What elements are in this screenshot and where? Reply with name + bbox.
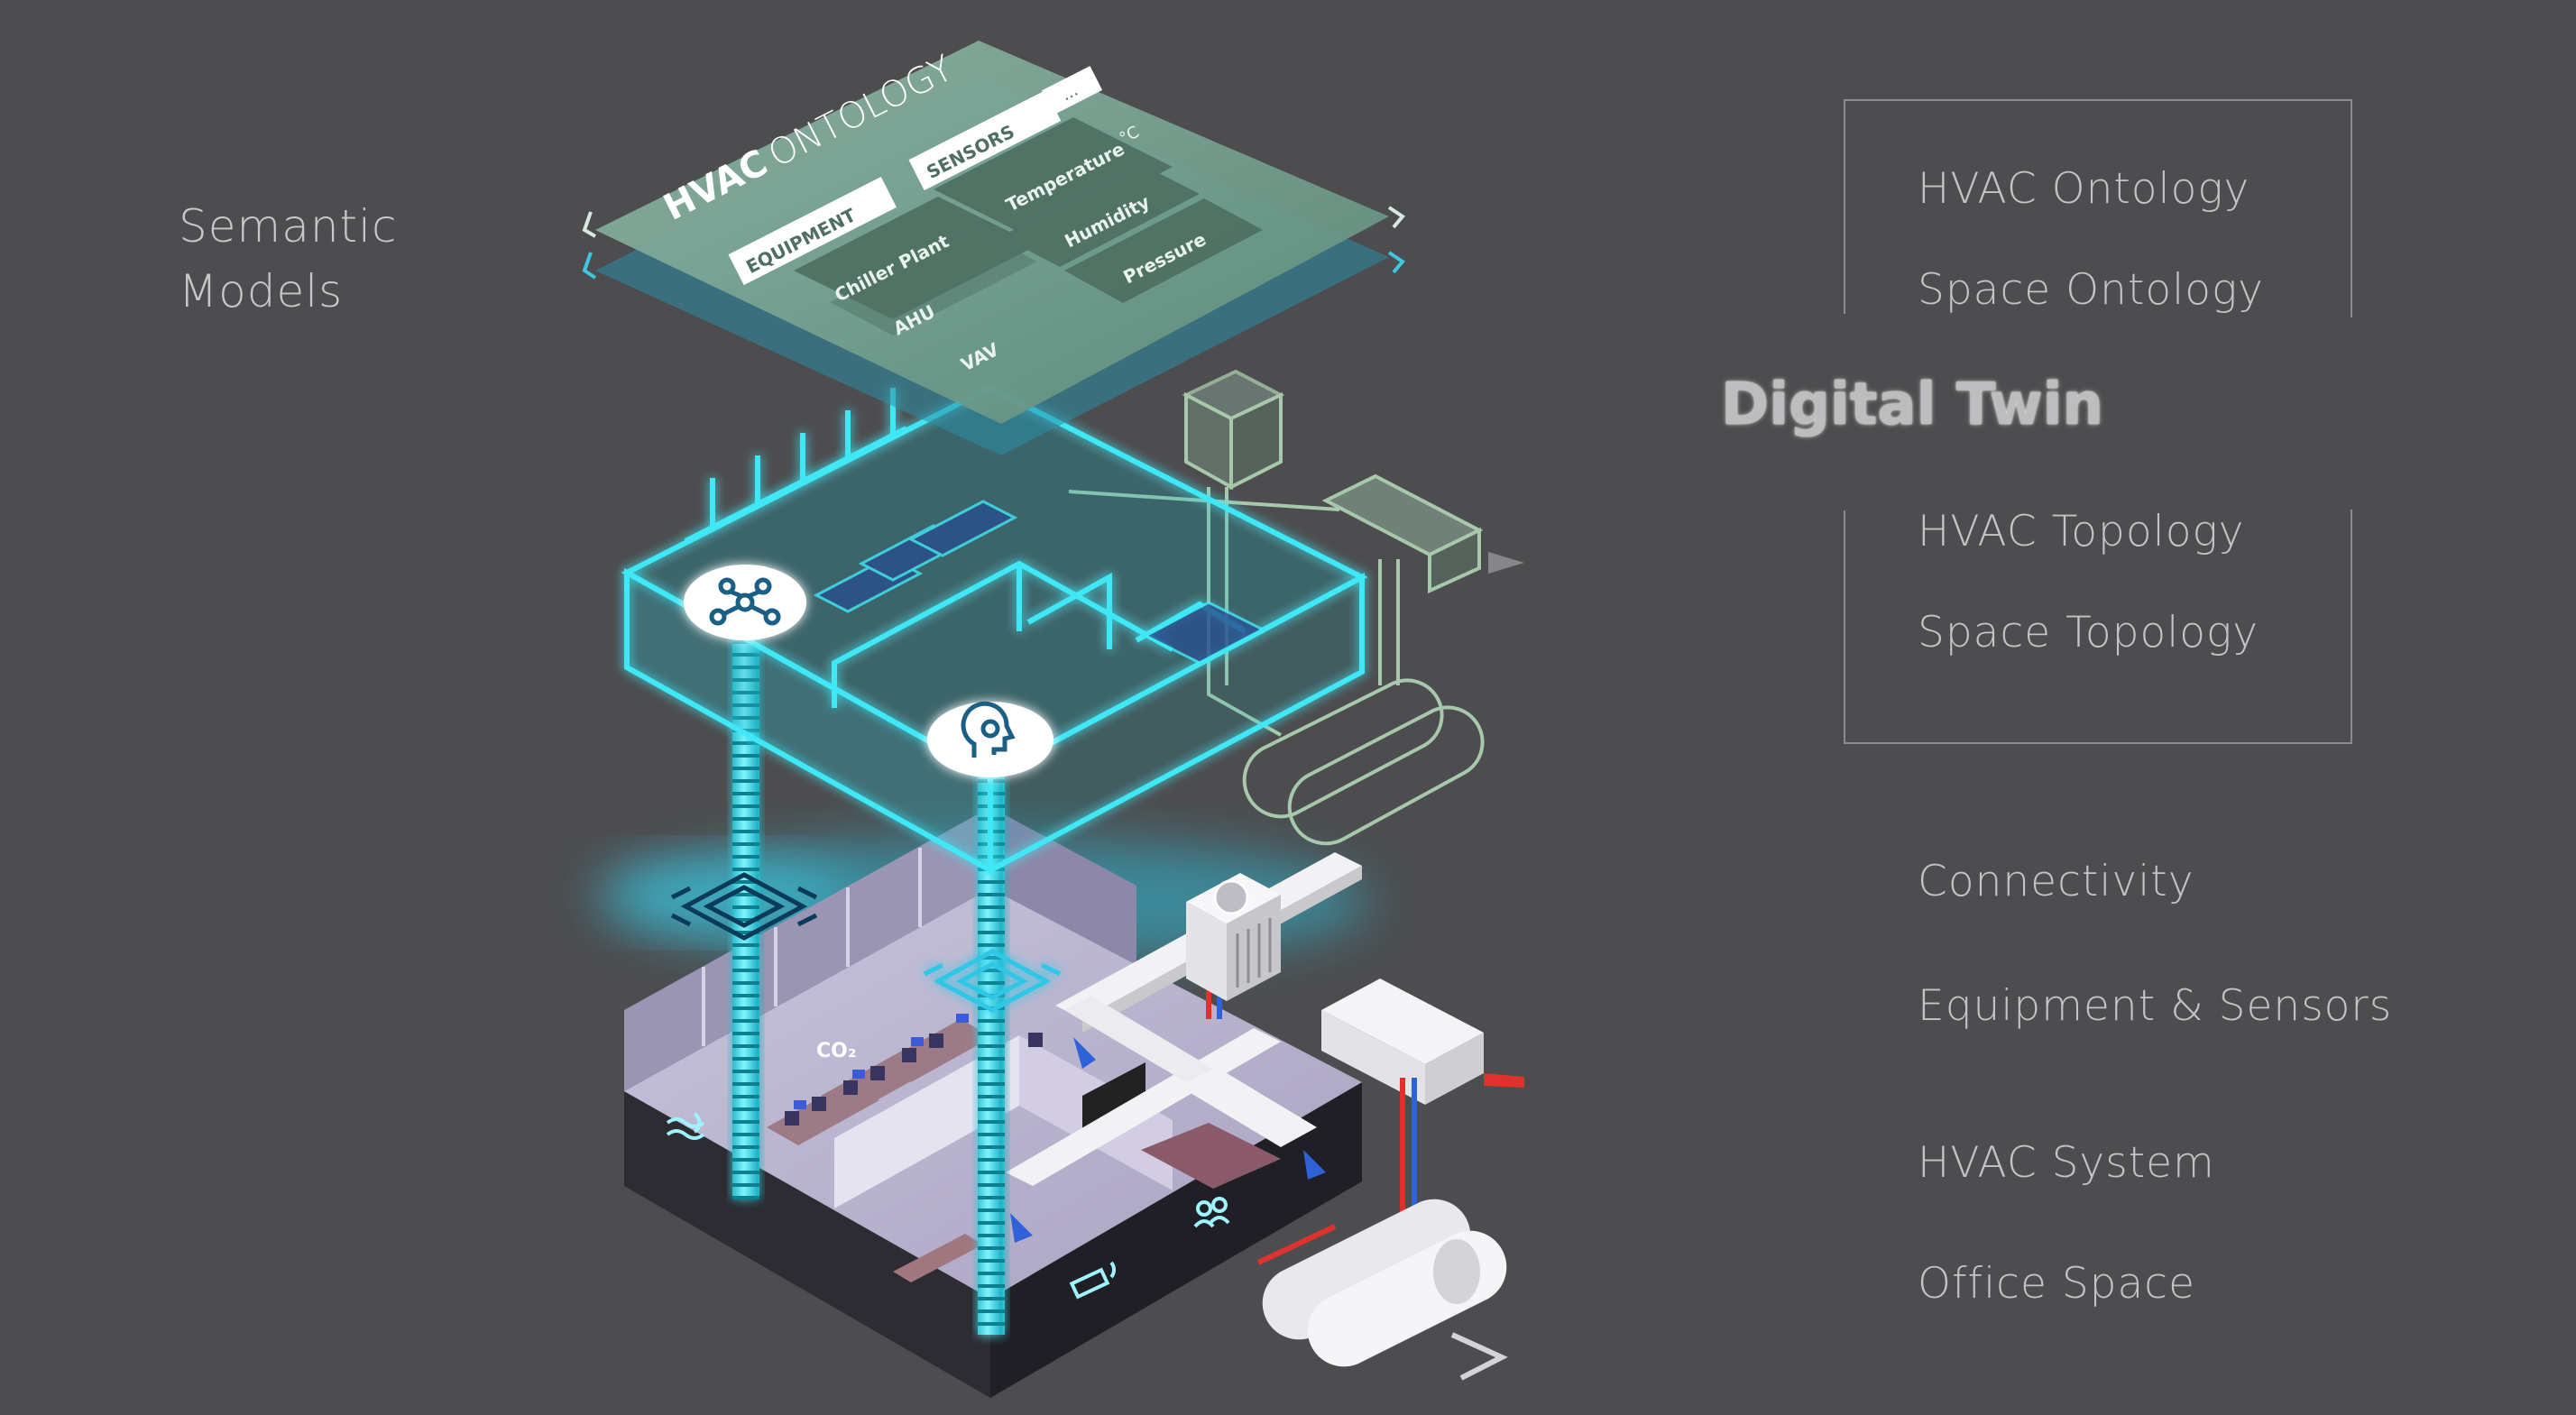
- chip-icon-2: [923, 949, 1062, 1013]
- space-topology-wireframe: [621, 384, 1368, 876]
- space-ontology-label: Space Ontology: [1918, 265, 2264, 315]
- space-desks-wireframe: [813, 500, 1266, 665]
- hvac-ontology-label: HVAC Ontology: [1918, 164, 2250, 214]
- ahu-box-icon: [1321, 979, 1524, 1105]
- connectivity-label: Connectivity: [1918, 857, 2194, 906]
- hvac-topology-label: HVAC Topology: [1918, 507, 2245, 556]
- semantic-models-line2: Models: [179, 265, 344, 317]
- wind-sensor-icon: [666, 1112, 705, 1140]
- people-sensor-icon: [1193, 1197, 1230, 1228]
- hvac-ontology-panel: HVAC ONTOLOGY EQUIPMENT SENSORS Chiller …: [582, 41, 1405, 424]
- network-icon: [684, 565, 806, 640]
- bracket-gap-left: [1844, 314, 1847, 510]
- digital-twin-title: Digital Twin: [1721, 372, 2104, 438]
- digital-twin-bracket-bottom: [1844, 510, 2352, 744]
- space-topology-label: Space Topology: [1918, 608, 2259, 657]
- semantic-models-line1: Semantic: [179, 200, 398, 253]
- equipment-sensors-label: Equipment & Sensors: [1918, 981, 2393, 1031]
- semantic-models-label: Semantic Models: [179, 194, 398, 324]
- digital-twin-bracket-top: [1844, 99, 2352, 317]
- hvac-system-label: HVAC System: [1918, 1138, 2215, 1188]
- chiller-tank-icon: [1262, 1199, 1508, 1381]
- chip-icon: [670, 872, 818, 941]
- camera-sensor-icon: [1069, 1261, 1116, 1300]
- co2-sensor-icon: CO₂: [816, 1040, 856, 1062]
- ai-head-icon: [927, 701, 1053, 777]
- rooftop-unit-icon: [1186, 873, 1281, 1001]
- office-space-label: Office Space: [1918, 1259, 2196, 1309]
- hvac-duct-network: [1006, 852, 1362, 1243]
